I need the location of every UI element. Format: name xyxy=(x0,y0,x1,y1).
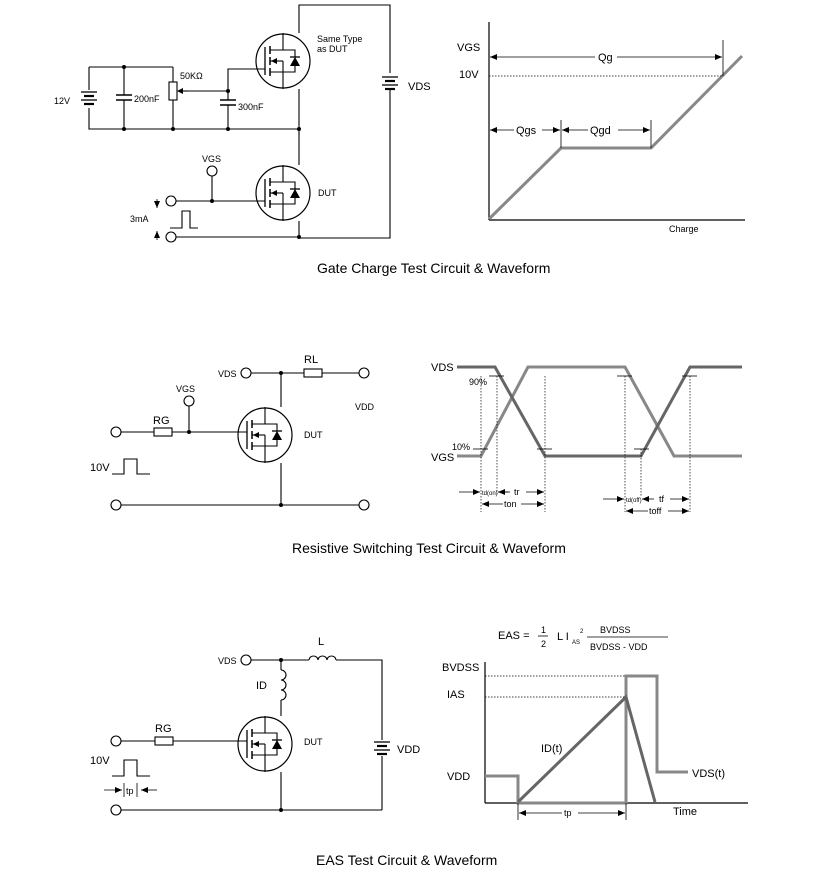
eas-vdst-label: VDS(t) xyxy=(692,768,725,780)
eas-dut-mosfet-icon xyxy=(237,715,293,773)
rs-rg-label: RG xyxy=(153,415,170,427)
eas-formula-den: BVDSS - VDD xyxy=(590,642,648,652)
eas-formula-num: BVDSS xyxy=(600,625,631,635)
rs-dut-mosfet-icon xyxy=(237,406,293,464)
gc-200nf-label: 200nF xyxy=(134,94,160,104)
gc-50k-label: 50KΩ xyxy=(180,71,203,81)
eas-vds-label: VDS xyxy=(218,656,237,666)
gc-gate-terminal xyxy=(165,195,177,207)
gc-qgd-label: Qgd xyxy=(590,125,611,137)
eas-circuit: VDS L ID VDD RG DUT 10V tp xyxy=(90,636,420,816)
rs-ton-label: ton xyxy=(504,499,517,509)
eas-formula: EAS = 1 2 L I AS 2 BVDSS BVDSS - VDD xyxy=(498,625,668,652)
gc-300nf-label: 300nF xyxy=(238,102,264,112)
rs-10-label: 10% xyxy=(452,442,470,452)
eas-l-label: L xyxy=(318,636,324,648)
eas-formula-half-num: 1 xyxy=(541,625,546,635)
gc-dut-label: DUT xyxy=(318,188,337,198)
rs-vdd-label: VDD xyxy=(355,402,375,412)
rs-wave-vgs-label: VGS xyxy=(431,452,454,464)
gc-vgs-trace xyxy=(487,54,744,221)
gc-vds-label: VDS xyxy=(408,81,431,93)
gc-qgs-label: Qgs xyxy=(516,125,537,137)
gc-charge-label: Charge xyxy=(669,224,699,234)
eas-vdd-label: VDD xyxy=(397,744,420,756)
rs-wave-vds-label: VDS xyxy=(431,362,454,374)
gc-wave-vgs-label: VGS xyxy=(457,42,480,54)
eas-time-label: Time xyxy=(673,806,697,818)
gc-3ma-label: 3mA xyxy=(130,214,149,224)
gc-as-dut-label: as DUT xyxy=(317,44,348,54)
gc-vgs-label: VGS xyxy=(202,154,221,164)
gc-same-type-label: Same Type xyxy=(317,34,362,44)
eas-caption: EAS Test Circuit & Waveform xyxy=(316,852,497,868)
eas-formula-sup: 2 xyxy=(580,629,584,635)
resistive-circuit: VDS RL VDD VGS RG DUT 10V xyxy=(90,354,375,511)
eas-wave-vdd-label: VDD xyxy=(447,771,470,783)
rs-tdon-label: td(on) xyxy=(482,491,498,497)
same-type-mosfet-icon xyxy=(255,32,311,90)
eas-id-label: ID xyxy=(256,680,267,692)
gate-charge-caption: Gate Charge Test Circuit & Waveform xyxy=(317,260,550,276)
resistive-waveform: VDS 90% 10% VGS td(on) tr ton td(off) tf… xyxy=(431,362,742,516)
rs-vds-label: VDS xyxy=(218,369,237,379)
rs-tdoff-label: td(off) xyxy=(626,498,642,504)
gc-vgs-terminal xyxy=(206,165,218,177)
eas-formula-lhs: EAS = xyxy=(498,630,530,642)
rs-10v-label: 10V xyxy=(90,462,110,474)
gc-10v-label: 10V xyxy=(459,69,479,81)
gate-charge-waveform: Qg Qgs Qgd VGS 10V Charge xyxy=(457,22,745,234)
rs-vds-trace xyxy=(457,365,742,458)
rs-dut-label: DUT xyxy=(304,430,323,440)
rs-90-label: 90% xyxy=(469,377,487,387)
eas-vds-trace xyxy=(485,674,688,805)
eas-id-trace xyxy=(516,694,657,804)
gate-charge-circuit: VDS 12V 200nF 50KΩ xyxy=(54,4,431,243)
rs-tr-label: tr xyxy=(514,487,520,497)
rs-vgs-trace xyxy=(457,365,742,458)
eas-wave-tp-label: tp xyxy=(564,808,572,818)
eas-dut-label: DUT xyxy=(304,737,323,747)
eas-formula-half-den: 2 xyxy=(541,639,546,649)
gc-source-terminal xyxy=(165,231,177,243)
rs-vgs-label: VGS xyxy=(176,384,195,394)
eas-rg-label: RG xyxy=(155,723,172,735)
eas-ias-label: IAS xyxy=(447,689,465,701)
eas-10v-label: 10V xyxy=(90,755,110,767)
gc-qg-label: Qg xyxy=(598,52,613,64)
rs-rl-label: RL xyxy=(304,354,318,366)
dut-mosfet-icon xyxy=(255,164,311,222)
eas-tp-label: tp xyxy=(126,786,134,796)
eas-bvdss-label: BVDSS xyxy=(442,662,479,674)
eas-waveform: tp BVDSS IAS ID(t) VDD VDS(t) Time xyxy=(442,662,748,820)
resistive-caption: Resistive Switching Test Circuit & Wavef… xyxy=(292,540,566,556)
gc-12v-label: 12V xyxy=(54,96,70,106)
eas-idt-label: ID(t) xyxy=(541,743,562,755)
eas-formula-sub: AS xyxy=(572,640,580,646)
rs-toff-label: toff xyxy=(649,506,662,516)
eas-formula-mid: L I xyxy=(557,631,569,643)
rs-tf-label: tf xyxy=(659,494,665,504)
